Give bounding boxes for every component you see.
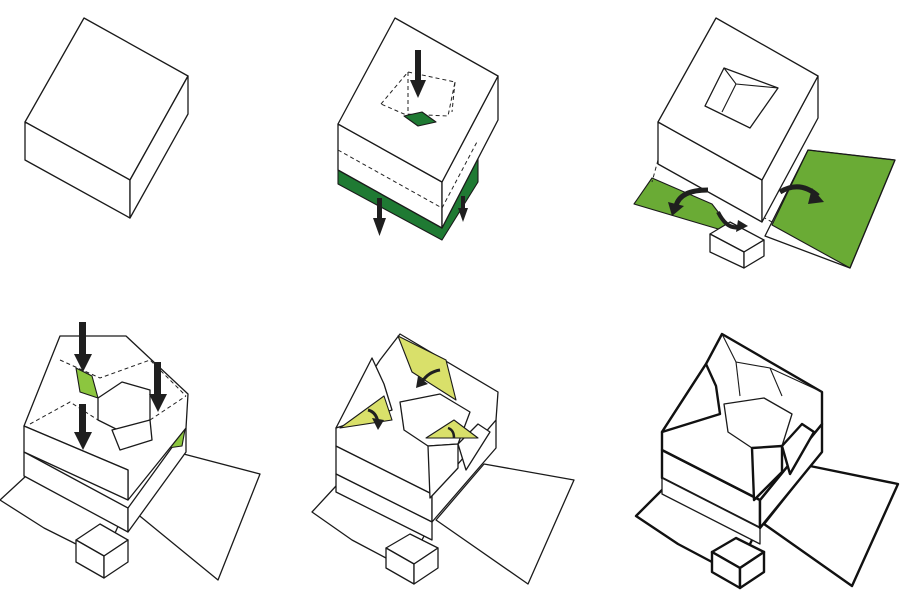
step-4-push-down-volumes	[0, 322, 261, 581]
step-6-final-form	[634, 332, 900, 590]
curved-arrow-icon	[447, 426, 456, 439]
step-2-carve-courtyard	[337, 17, 499, 241]
pushed-wall-plane	[75, 367, 99, 399]
band-outline	[441, 139, 479, 209]
courtyard-inner-edge	[721, 83, 737, 113]
down-arrow-icon	[373, 198, 386, 236]
cut-outline	[59, 359, 187, 397]
curved-arrow-icon	[668, 187, 709, 216]
courtyard-fin	[750, 444, 784, 502]
fold-line	[651, 159, 659, 183]
step-3-fold-out-planes	[633, 17, 896, 269]
roof-facet-line	[769, 367, 783, 397]
down-arrow-icon	[149, 362, 167, 412]
small-block-side	[413, 547, 439, 585]
fin-face	[660, 362, 722, 434]
cut-outline	[29, 401, 99, 425]
small-block-side	[103, 539, 129, 579]
courtyard-outline	[380, 71, 456, 117]
curved-arrow-icon	[367, 408, 384, 430]
courtyard-side	[780, 422, 816, 476]
base-side-face	[127, 427, 187, 533]
curved-arrow-icon	[778, 184, 824, 204]
band-outline	[337, 149, 443, 209]
courtyard-fin	[427, 443, 459, 499]
courtyard-side	[457, 423, 491, 471]
step-5-fold-roof-planes	[311, 333, 575, 585]
lower-band-face	[335, 473, 433, 541]
courtyard-edge	[451, 81, 456, 113]
curved-arrow-icon	[416, 368, 441, 388]
down-arrow-icon	[74, 404, 92, 450]
small-block-side	[738, 550, 766, 590]
right-ground-plane	[435, 463, 575, 585]
lower-band-face	[661, 477, 761, 545]
right-plane-outline	[764, 149, 896, 269]
roof-facet-line	[721, 333, 823, 393]
roof-plane	[397, 335, 457, 401]
box-top-face	[337, 17, 499, 183]
block-side-face	[129, 75, 189, 219]
down-arrow-icon	[458, 196, 468, 222]
body-front-face	[23, 425, 129, 501]
down-arrow-icon	[410, 50, 426, 98]
down-arrow-icon	[74, 322, 92, 372]
cut-outline	[149, 395, 187, 421]
courtyard-inner-block	[111, 419, 153, 451]
courtyard-floor-plane	[403, 111, 437, 127]
step-1-plain-block	[24, 17, 189, 219]
small-block-side	[743, 239, 765, 269]
curved-arrow-icon	[716, 211, 748, 232]
roof-facet-line	[735, 361, 741, 397]
